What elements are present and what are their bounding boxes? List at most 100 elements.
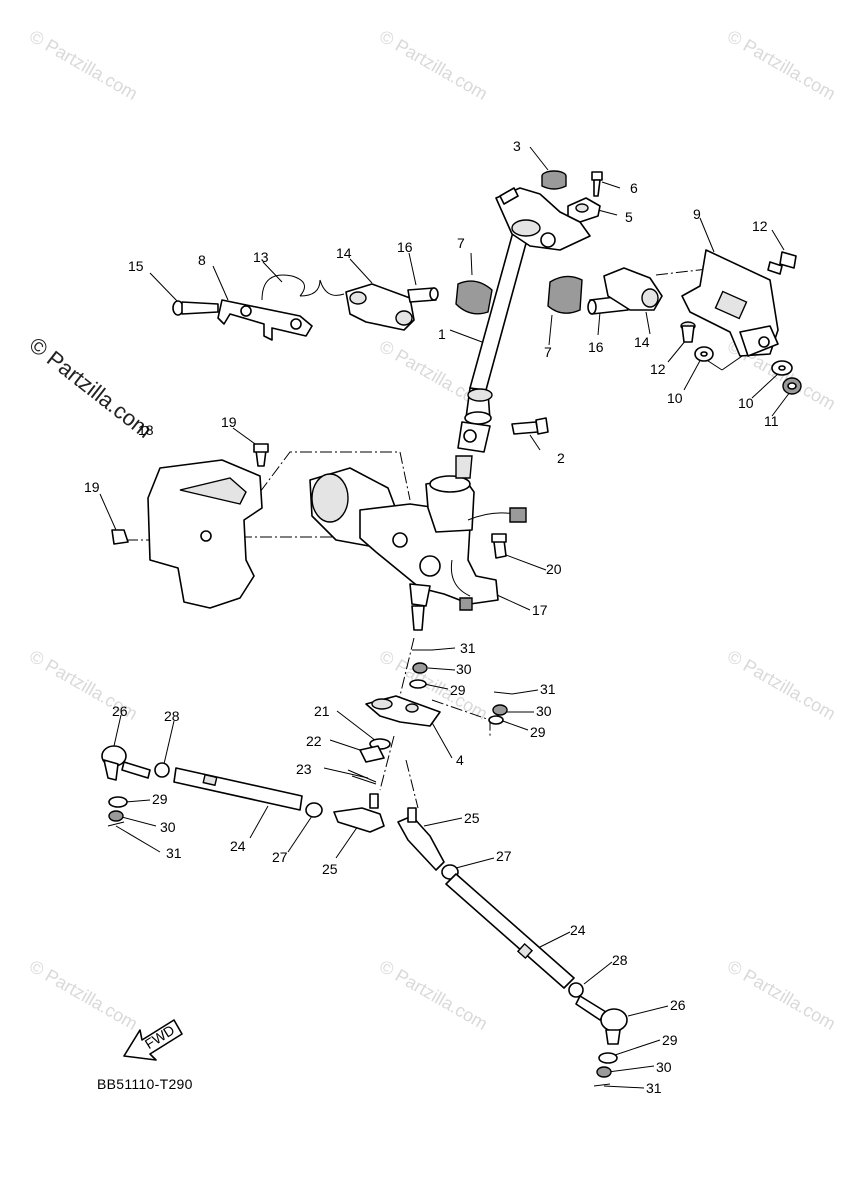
callout-7: 7 [544,344,552,360]
washer-10 [694,346,714,362]
tie-rod-24-right [445,873,575,989]
cotter-pin-31 [493,691,513,695]
cotter-pin-23 [347,769,377,785]
callout-31: 31 [540,681,556,697]
bolt-6 [591,171,603,197]
diagram-code: BB51110-T290 [97,1076,193,1092]
nut-30 [492,704,508,716]
callout-28: 28 [612,952,628,968]
callout-24: 24 [570,922,586,938]
clamp-5 [567,197,601,223]
callout-12: 12 [650,361,666,377]
callout-30: 30 [656,1059,672,1075]
callout-20: 20 [546,561,562,577]
callout-3: 3 [513,138,521,154]
callout-30: 30 [160,819,176,835]
callout-29: 29 [152,791,168,807]
eps-unit-17 [309,455,527,631]
callout-30: 30 [456,661,472,677]
callout-14: 14 [336,245,352,261]
holder-14-left [345,283,415,331]
nut-27-left [305,802,323,818]
washer-29-right [598,1052,618,1064]
callout-19: 19 [221,414,237,430]
nut-30 [412,662,428,674]
tie-rod-24-left [173,767,303,811]
callout-28: 28 [164,708,180,724]
cotter-pin-31-right [593,1083,611,1087]
callout-16: 16 [397,239,413,255]
callout-27: 27 [496,848,512,864]
callout-10: 10 [738,395,754,411]
nut-28-right [568,982,584,998]
bushing-7-right [547,275,583,314]
nut-30-right [596,1066,612,1078]
steering-column-shaft [457,187,591,453]
bolt-19-upper [253,443,269,467]
callout-numbers: 1 2 3 4 5 6 7 7 8 9 10 10 11 12 12 13 14… [84,138,779,1096]
callout-24: 24 [230,838,246,854]
nut-28-left [154,762,170,778]
callout-7: 7 [457,235,465,251]
callout-14: 14 [634,334,650,350]
nut-22 [359,745,385,763]
callout-6: 6 [630,180,638,196]
callout-25: 25 [322,861,338,877]
callout-5: 5 [625,209,633,225]
callout-21: 21 [314,703,330,719]
bolt-2 [511,417,549,435]
callout-16: 16 [588,339,604,355]
fwd-arrow-icon: FWD [123,1019,183,1061]
bolt-12-lower [680,321,696,343]
cap-3 [541,170,567,190]
callout-23: 23 [296,761,312,777]
bolt-20 [491,533,507,559]
callout-25: 25 [464,810,480,826]
washer-29-left [108,796,128,808]
callout-4: 4 [456,752,464,768]
callout-26: 26 [670,997,686,1013]
plate-8 [217,299,313,341]
nut-11 [782,377,802,395]
bolt-15 [172,300,219,316]
bushing-7-left [455,280,493,315]
callout-15: 15 [128,258,144,274]
bracket-9 [681,249,779,357]
nut-30-left [108,810,124,822]
callout-8: 8 [198,252,206,268]
callout-31: 31 [646,1080,662,1096]
washer-29 [409,679,427,689]
callout-29: 29 [450,682,466,698]
tie-rod-end-25-right [397,807,445,871]
callout-10: 10 [667,390,683,406]
callout-11: 11 [764,413,779,429]
washer-29 [488,715,504,725]
tie-rod-end-26-left [101,745,151,781]
callout-29: 29 [662,1032,678,1048]
callout-13: 13 [253,249,269,265]
callout-17: 17 [532,602,548,618]
bolt-19-left [111,529,129,545]
callout-31: 31 [460,640,476,656]
leader-lines [99,146,791,1089]
tie-rod-end-25-left [333,793,385,833]
callout-1: 1 [438,326,446,342]
callout-31: 31 [166,845,182,861]
clip-13 [261,274,345,301]
callout-9: 9 [693,206,701,222]
callout-12: 12 [752,218,768,234]
cotter-pin-31-left [107,821,125,827]
callout-2: 2 [557,450,565,466]
callout-18: 18 [138,422,154,438]
callout-30: 30 [536,703,552,719]
washer-10 [771,360,793,376]
callout-22: 22 [306,733,322,749]
callout-26: 26 [112,703,128,719]
collar-16-left [407,287,439,303]
holder-14-right [603,267,663,311]
pitman-arm-4 [365,695,441,727]
tie-rod-end-26-right [575,995,628,1045]
callout-29: 29 [530,724,546,740]
callout-27: 27 [272,849,288,865]
